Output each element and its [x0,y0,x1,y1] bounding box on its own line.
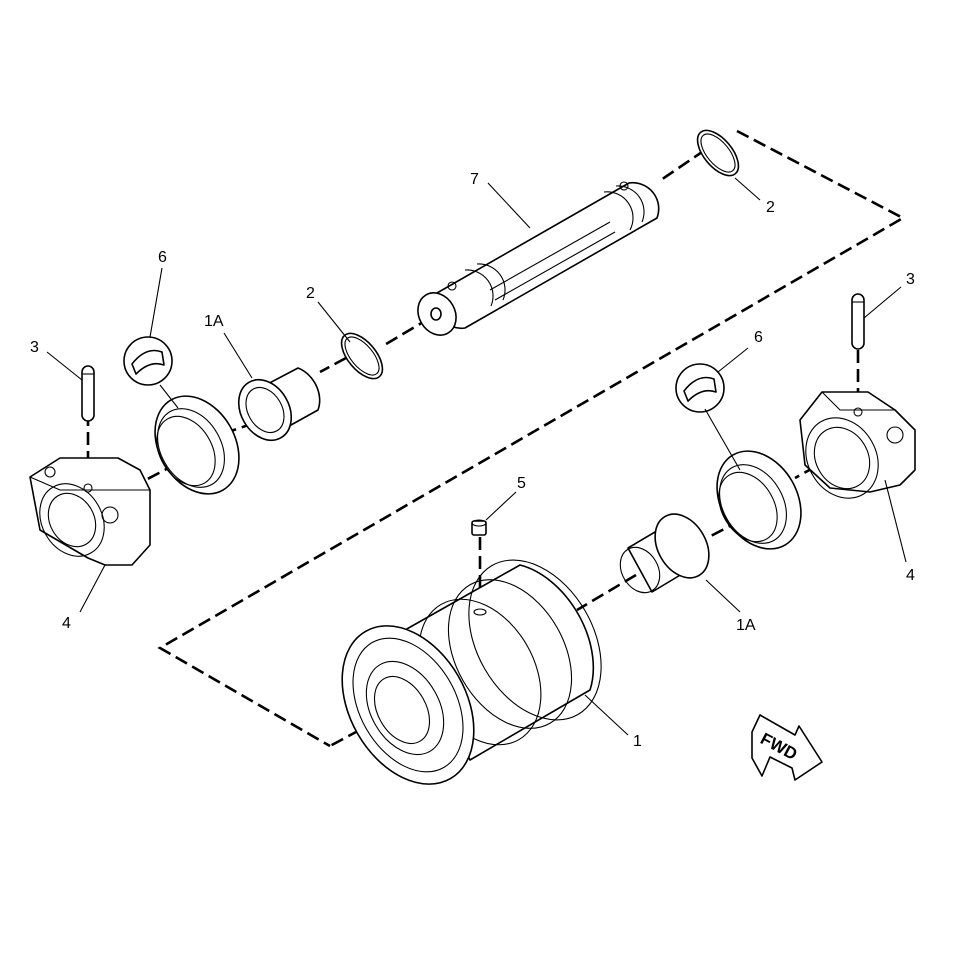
bushing-part-1a-right [619,513,710,594]
collar-part-4-left [29,457,151,566]
callout-2-left: 2 [306,285,315,302]
callout-6-right: 6 [754,329,763,346]
collar-part-4-right [799,391,916,499]
o-ring-part-2-left [340,332,384,380]
callouts: 7 2 2 1A 6 3 4 3 6 4 5 1A 1 [30,171,915,750]
callout-1a-left: 1A [204,313,224,330]
callout-1: 1 [633,733,642,750]
callout-7: 7 [470,171,479,188]
o-ring-part-2-right [696,129,740,177]
callout-3-right: 3 [906,271,915,288]
seal-part-6-left [154,395,240,495]
callout-4-right: 4 [906,567,915,584]
callout-2-right: 2 [766,199,775,216]
shaft-part-7 [417,181,660,336]
pin-part-3-right [851,293,865,350]
callout-1a-right: 1A [736,617,756,634]
fwd-arrow-icon: FWD [751,714,823,781]
leader-lines [46,177,907,736]
plug-part-5 [471,519,487,536]
callout-4-left: 4 [62,615,71,632]
callout-5: 5 [517,475,526,492]
seal-part-6-right [716,450,802,550]
assembly-outline [157,129,906,748]
seal-detail-icon-left [123,336,173,386]
bushing-part-1a-left [237,367,321,441]
seal-detail-icon-right [675,363,725,413]
callout-3-left: 3 [30,339,39,356]
pin-part-3-left [81,365,95,422]
roller-part-1 [341,559,602,785]
callout-6-left: 6 [158,249,167,266]
